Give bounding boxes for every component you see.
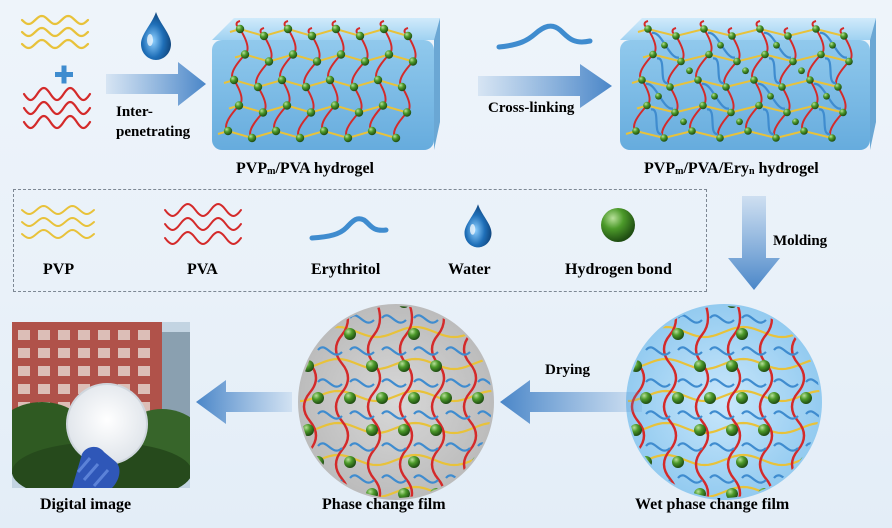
drying-label: Drying <box>545 362 590 378</box>
legend-pvp-icon <box>21 204 95 240</box>
digital-image-caption: Digital image <box>40 496 132 513</box>
legend-box <box>13 189 707 292</box>
phase-change-film-disc <box>298 304 494 500</box>
legend-pvp-label: PVP <box>43 261 75 278</box>
legend-hbond-label: Hydrogen bond <box>565 261 672 278</box>
wet-film-caption: Wet phase change film <box>635 496 790 513</box>
drying-arrow <box>500 380 642 424</box>
legend-hydrogen-bond-icon <box>601 208 635 242</box>
water-drop-icon <box>141 12 171 60</box>
photo-scene <box>12 322 190 488</box>
to-digital-image-arrow <box>196 380 292 424</box>
legend-pva-icon <box>164 202 242 246</box>
hydrogel2-caption: PVPm/PVA/Eryn hydrogel <box>644 160 819 177</box>
hydrogel1-caption: PVPm/PVA hydrogel <box>236 160 374 177</box>
molding-label: Molding <box>773 233 828 249</box>
erythritol-molecule-icon <box>496 23 593 50</box>
legend-water-icon <box>464 204 492 248</box>
digital-image-photo <box>12 322 190 488</box>
interpenetrating-label: Inter- penetrating <box>116 104 191 140</box>
legend-erythritol-label: Erythritol <box>311 261 381 278</box>
plus-sign <box>55 65 73 84</box>
crosslinking-label: Cross-linking <box>488 100 575 116</box>
wet-film-disc <box>626 304 822 500</box>
phase-change-film-caption: Phase change film <box>322 496 446 513</box>
pvp-pva-hydrogel-block <box>212 18 440 150</box>
pvp-chains-top-left <box>20 14 90 50</box>
pvp-pva-ery-hydrogel-block <box>620 18 876 150</box>
legend-erythritol-icon <box>309 216 389 241</box>
interpenetrating-arrow <box>106 62 206 106</box>
legend-pva-label: PVA <box>187 261 218 278</box>
pva-chains-bottom-left <box>22 86 92 130</box>
legend-water-label: Water <box>448 261 491 278</box>
crosslinking-arrow <box>478 64 612 108</box>
molding-arrow <box>728 196 780 290</box>
